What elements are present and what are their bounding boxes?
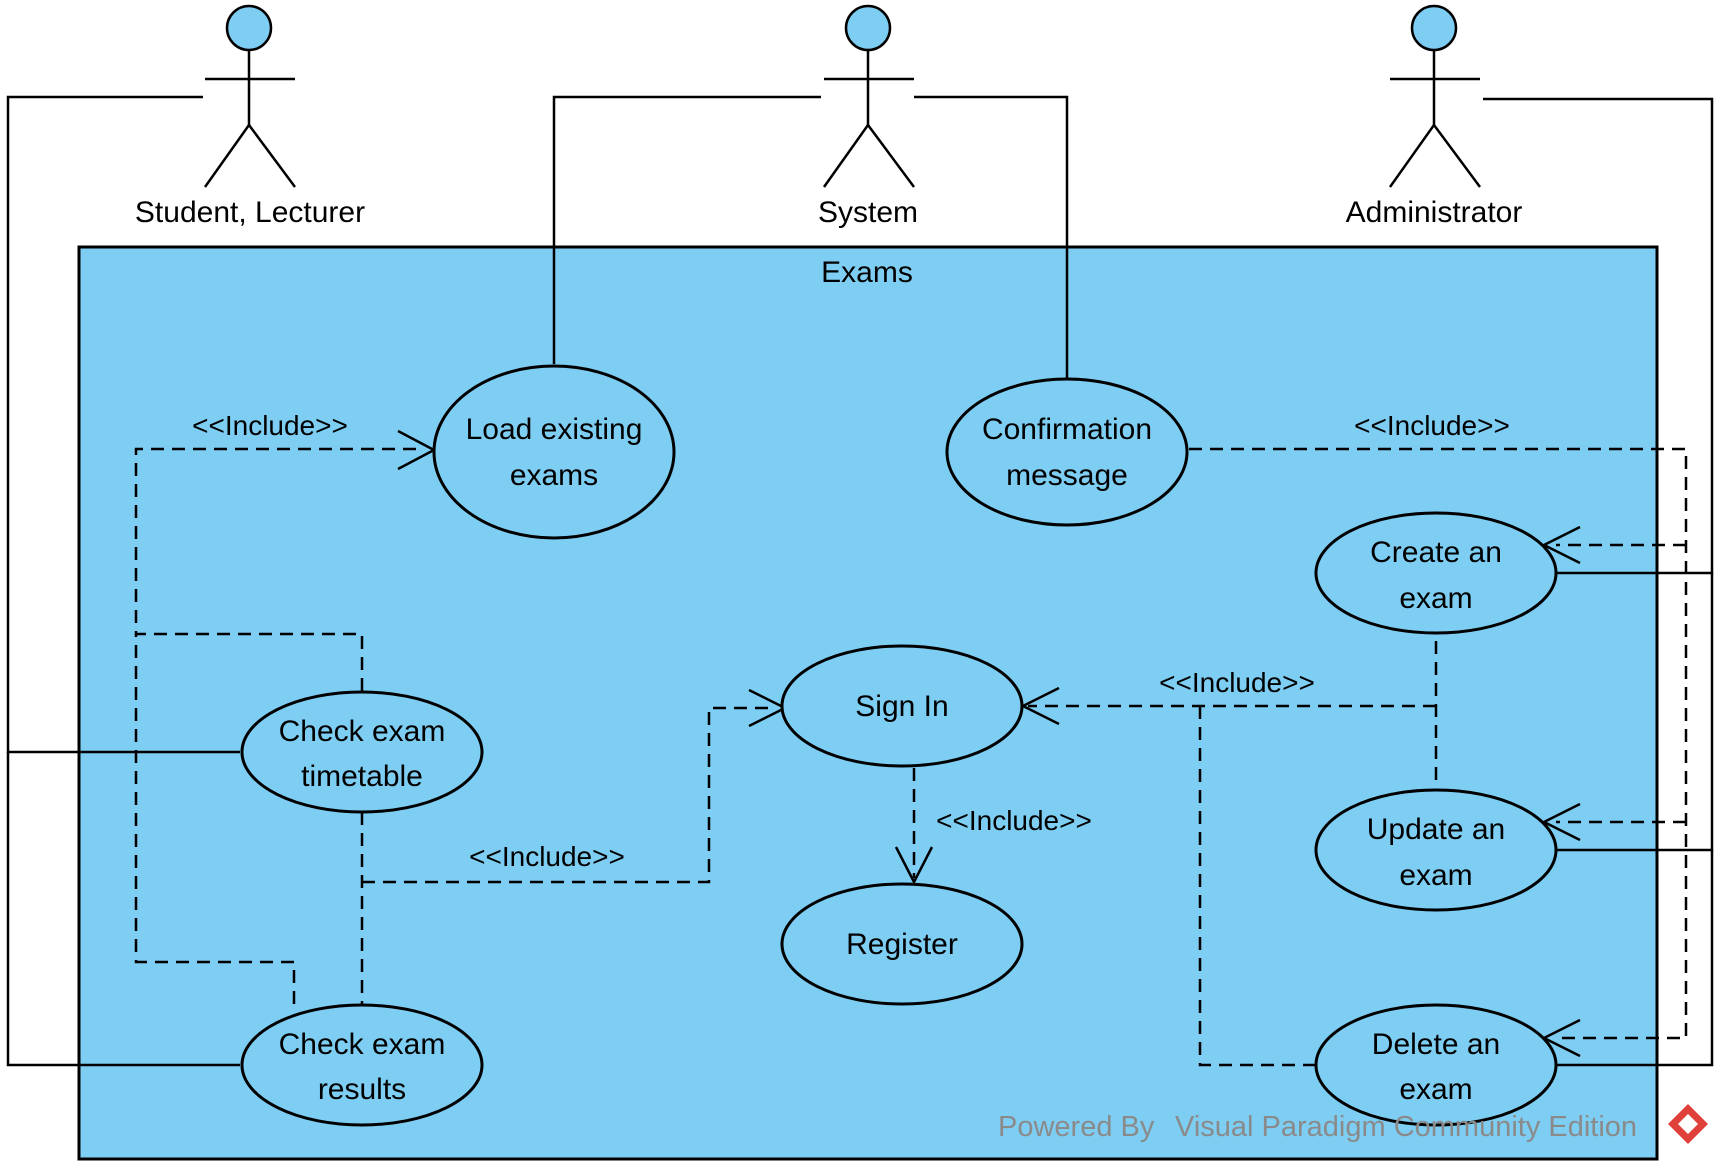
confirm-line-2: message [1006,459,1128,492]
assoc-admin-create [1483,97,1714,575]
update-line-2: exam [1399,859,1472,892]
include-relationships: <<Include>> <<Include>> <<Include>> <<In… [134,410,1688,1067]
actor-system-head [844,4,892,52]
actor-administrator: Administrator [1346,4,1523,229]
register-label: Register [846,928,958,961]
signin-label: Sign In [855,690,948,723]
assoc-student-results [6,752,240,1067]
use-case-create-an-exam: Create an exam [1314,511,1558,635]
associations [6,95,1714,1067]
include-label-load: <<Include>> [192,410,348,441]
use-case-confirmation-message: Confirmation message [945,377,1189,527]
timetable-line-1: Check exam [279,715,446,748]
watermark: Powered By Visual Paradigm Community Edi… [998,1104,1708,1144]
include-results-signin [362,706,772,884]
timetable-line-2: timetable [301,760,423,793]
delete-line-1: Delete an [1372,1028,1500,1061]
actor-student-head [225,4,273,52]
arrowhead-register [894,846,934,885]
visual-paradigm-logo-icon [1668,1104,1708,1144]
use-case-register: Register [780,882,1024,1006]
actor-student-label: Student, Lecturer [135,196,365,229]
use-case-check-exam-timetable: Check exam timetable [240,690,484,814]
create-line-1: Create an [1370,536,1502,569]
assoc-admin-delete [1557,850,1714,1067]
create-line-2: exam [1399,582,1472,615]
include-label-results-signin: <<Include>> [469,841,625,872]
system-boundary-name: Exams [821,256,913,289]
watermark-powered-by: Powered By [998,1111,1155,1143]
include-label-confirm: <<Include>> [1354,410,1510,441]
include-results-load [134,634,296,1004]
actor-administrator-head [1410,4,1458,52]
load-line-1: Load existing [466,413,643,446]
results-line-2: results [318,1073,406,1106]
actor-system: System [818,4,918,229]
actor-administrator-label: Administrator [1346,196,1523,229]
results-line-1: Check exam [279,1028,446,1061]
delete-line-2: exam [1399,1073,1472,1106]
include-label-admin-signin: <<Include>> [1159,667,1315,698]
use-case-delete-an-exam: Delete an exam [1314,1003,1558,1127]
use-case-load-existing-exams: Load existing exams [432,364,676,540]
assoc-system-load [552,95,821,364]
use-case-check-exam-results: Check exam results [240,1003,484,1127]
actor-system-label: System [818,196,918,229]
confirm-line-1: Confirmation [982,413,1152,446]
use-case-sign-in: Sign In [780,644,1024,768]
watermark-product: Visual Paradigm Community Edition [1175,1111,1637,1143]
load-line-2: exams [510,459,598,492]
assoc-student-timetable [6,95,240,754]
assoc-system-confirm [914,95,1069,378]
update-line-1: Update an [1367,813,1505,846]
include-label-register: <<Include>> [936,805,1092,836]
use-case-update-an-exam: Update an exam [1314,788,1558,912]
include-delete-signin [1198,706,1316,1067]
actor-student-lecturer: Student, Lecturer [135,4,365,229]
